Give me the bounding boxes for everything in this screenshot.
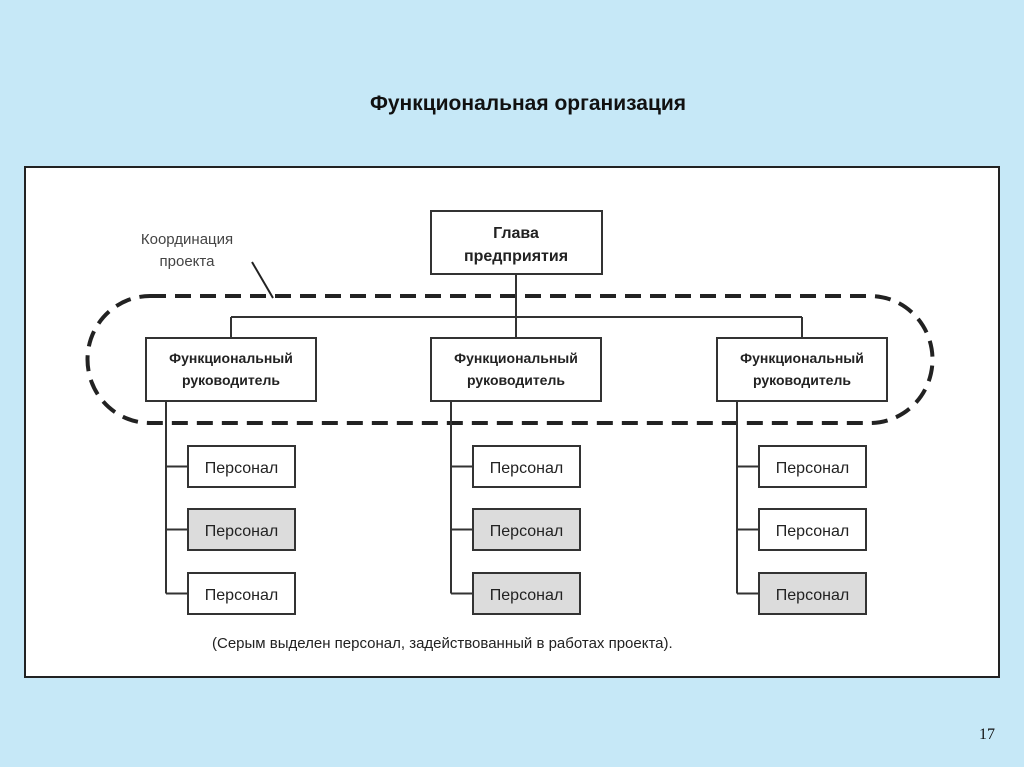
staff-box [758, 445, 867, 488]
staff-box [187, 445, 296, 488]
manager-label-line2: руководитель [182, 372, 280, 388]
staff-label: Персонал [490, 587, 563, 604]
staff-box-involved [187, 508, 296, 551]
staff-label: Персонал [776, 587, 849, 604]
manager-label-line2: руководитель [467, 372, 565, 388]
staff-box-involved [758, 572, 867, 615]
page-number: 17 [979, 726, 995, 743]
staff-box-involved [472, 508, 581, 551]
coordination-ellipse [85, 294, 935, 425]
manager-label-line1: Функциональный [169, 350, 293, 366]
head-label-line1: Глава [493, 225, 539, 242]
manager-label-line2: руководитель [753, 372, 851, 388]
coordination-label-line2: проекта [160, 253, 216, 270]
manager-label-line1: Функциональный [454, 350, 578, 366]
manager-box-1 [145, 337, 317, 402]
staff-box [758, 508, 867, 551]
legend-note: (Серым выделен персонал, задействованный… [212, 635, 673, 652]
coordination-pointer [251, 261, 274, 299]
staff-label: Персонал [205, 460, 278, 477]
manager-box-2 [430, 337, 602, 402]
manager-label-line1: Функциональный [740, 350, 864, 366]
staff-label: Персонал [205, 587, 278, 604]
staff-box [472, 445, 581, 488]
staff-label: Персонал [205, 523, 278, 540]
staff-label: Персонал [776, 460, 849, 477]
staff-label: Персонал [776, 523, 849, 540]
staff-label: Персонал [490, 523, 563, 540]
slide-title: Функциональная организация [369, 92, 687, 115]
staff-label: Персонал [490, 460, 563, 477]
head-label-line2: предприятия [464, 248, 568, 265]
staff-box [187, 572, 296, 615]
staff-box-involved [472, 572, 581, 615]
manager-box-3 [716, 337, 888, 402]
coordination-label-line1: Координация [141, 231, 233, 248]
head-box [430, 210, 603, 275]
